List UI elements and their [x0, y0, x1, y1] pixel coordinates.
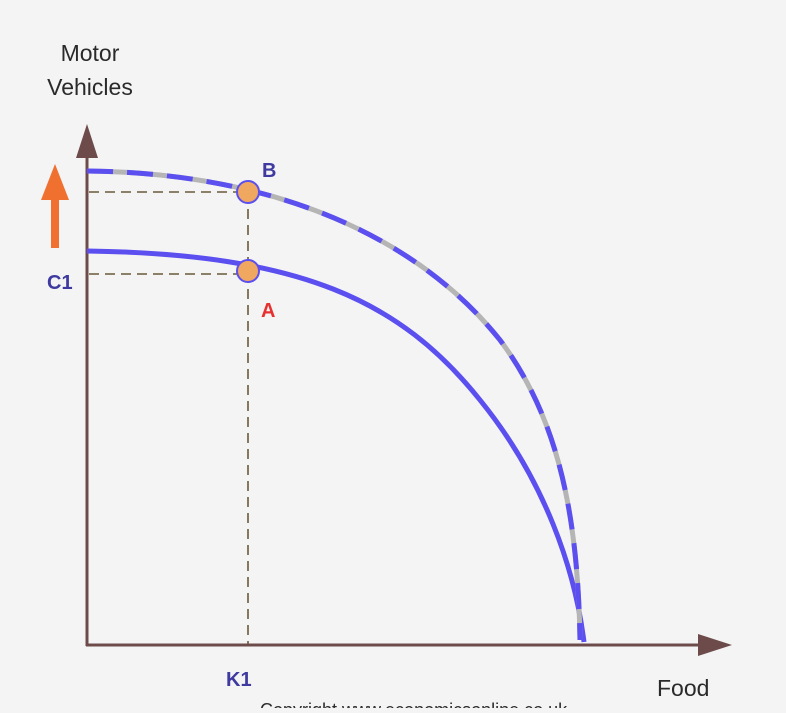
y-tick-label-c1: C1	[47, 272, 73, 294]
copyright-footer: Copyright www.economicsonline.co.uk	[260, 700, 568, 708]
y-axis-label-line1: Motor	[61, 40, 120, 66]
ppf-curve-shifted	[86, 168, 583, 641]
x-axis-label: Food	[657, 675, 709, 701]
x-tick-label-k1: K1	[226, 669, 252, 691]
point-a-label: A	[261, 300, 275, 322]
ppf-curve-shifted-base	[86, 168, 583, 641]
point-a	[236, 259, 260, 283]
point-b-label: B	[262, 160, 276, 182]
point-b	[236, 180, 260, 204]
ppf-curve-original	[86, 248, 587, 643]
x-axis-arrowhead	[698, 634, 732, 656]
up-arrow-icon	[41, 164, 69, 248]
y-axis-arrowhead	[76, 124, 98, 158]
y-axis-label-line2: Vehicles	[47, 74, 133, 100]
